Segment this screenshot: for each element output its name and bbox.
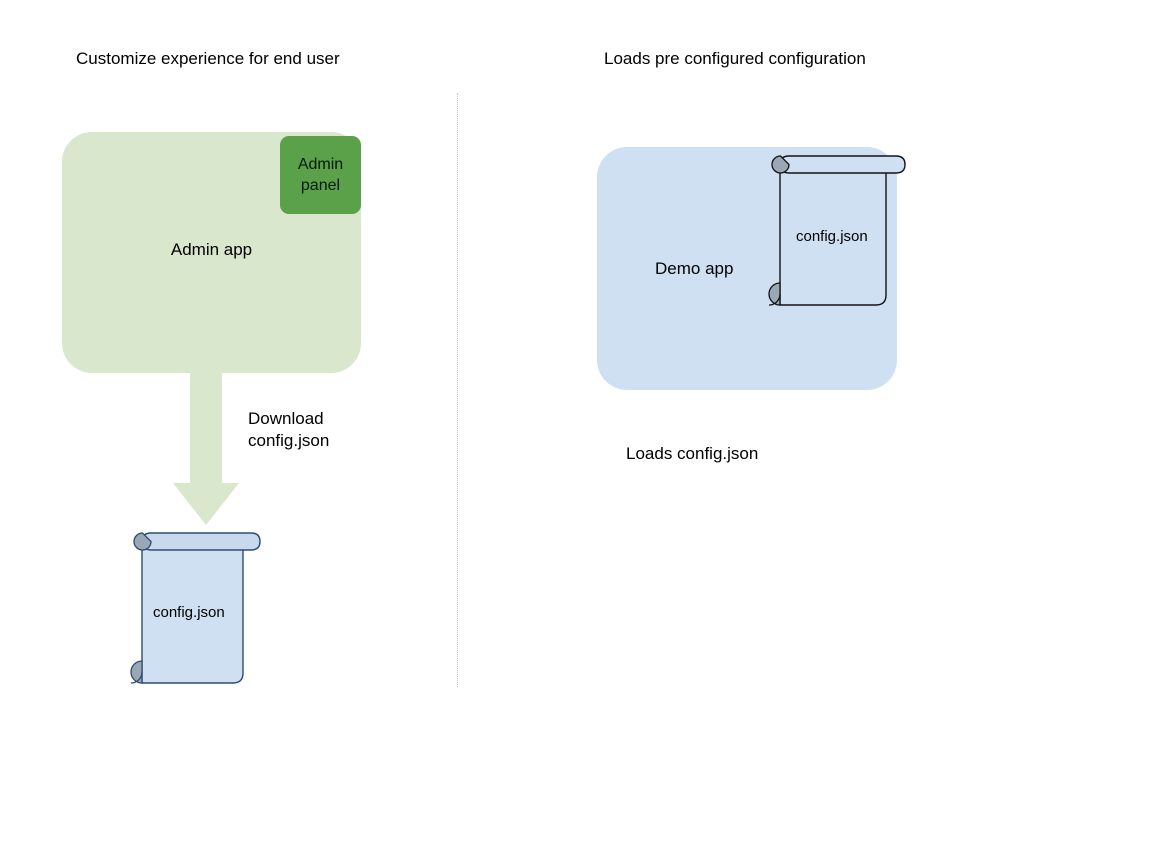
config-json-document-left[interactable]: config.json — [120, 528, 268, 693]
left-section-title: Customize experience for end user — [76, 49, 340, 68]
download-arrow-icon — [173, 371, 239, 525]
download-arrow-label-line2: config.json — [248, 431, 330, 450]
download-arrow-label-line1: Download — [248, 409, 324, 428]
admin-panel-label-line1: Admin — [297, 156, 344, 173]
config-json-label-right: config.json — [796, 228, 868, 245]
demo-app-label: Demo app — [655, 259, 734, 278]
admin-panel-label-line2: panel — [300, 177, 341, 194]
config-json-document-right[interactable]: config.json — [762, 150, 914, 315]
admin-app-label: Admin app — [170, 240, 253, 259]
loads-config-caption: Loads config.json — [626, 444, 759, 463]
admin-panel-label: Admin panel — [298, 154, 343, 196]
admin-panel-button[interactable]: Admin panel — [280, 136, 361, 214]
download-arrow-label: Download config.json — [248, 408, 329, 452]
right-section-title: Loads pre configured configuration — [604, 49, 866, 68]
vertical-divider — [457, 93, 458, 687]
config-json-label-left: config.json — [153, 604, 225, 621]
